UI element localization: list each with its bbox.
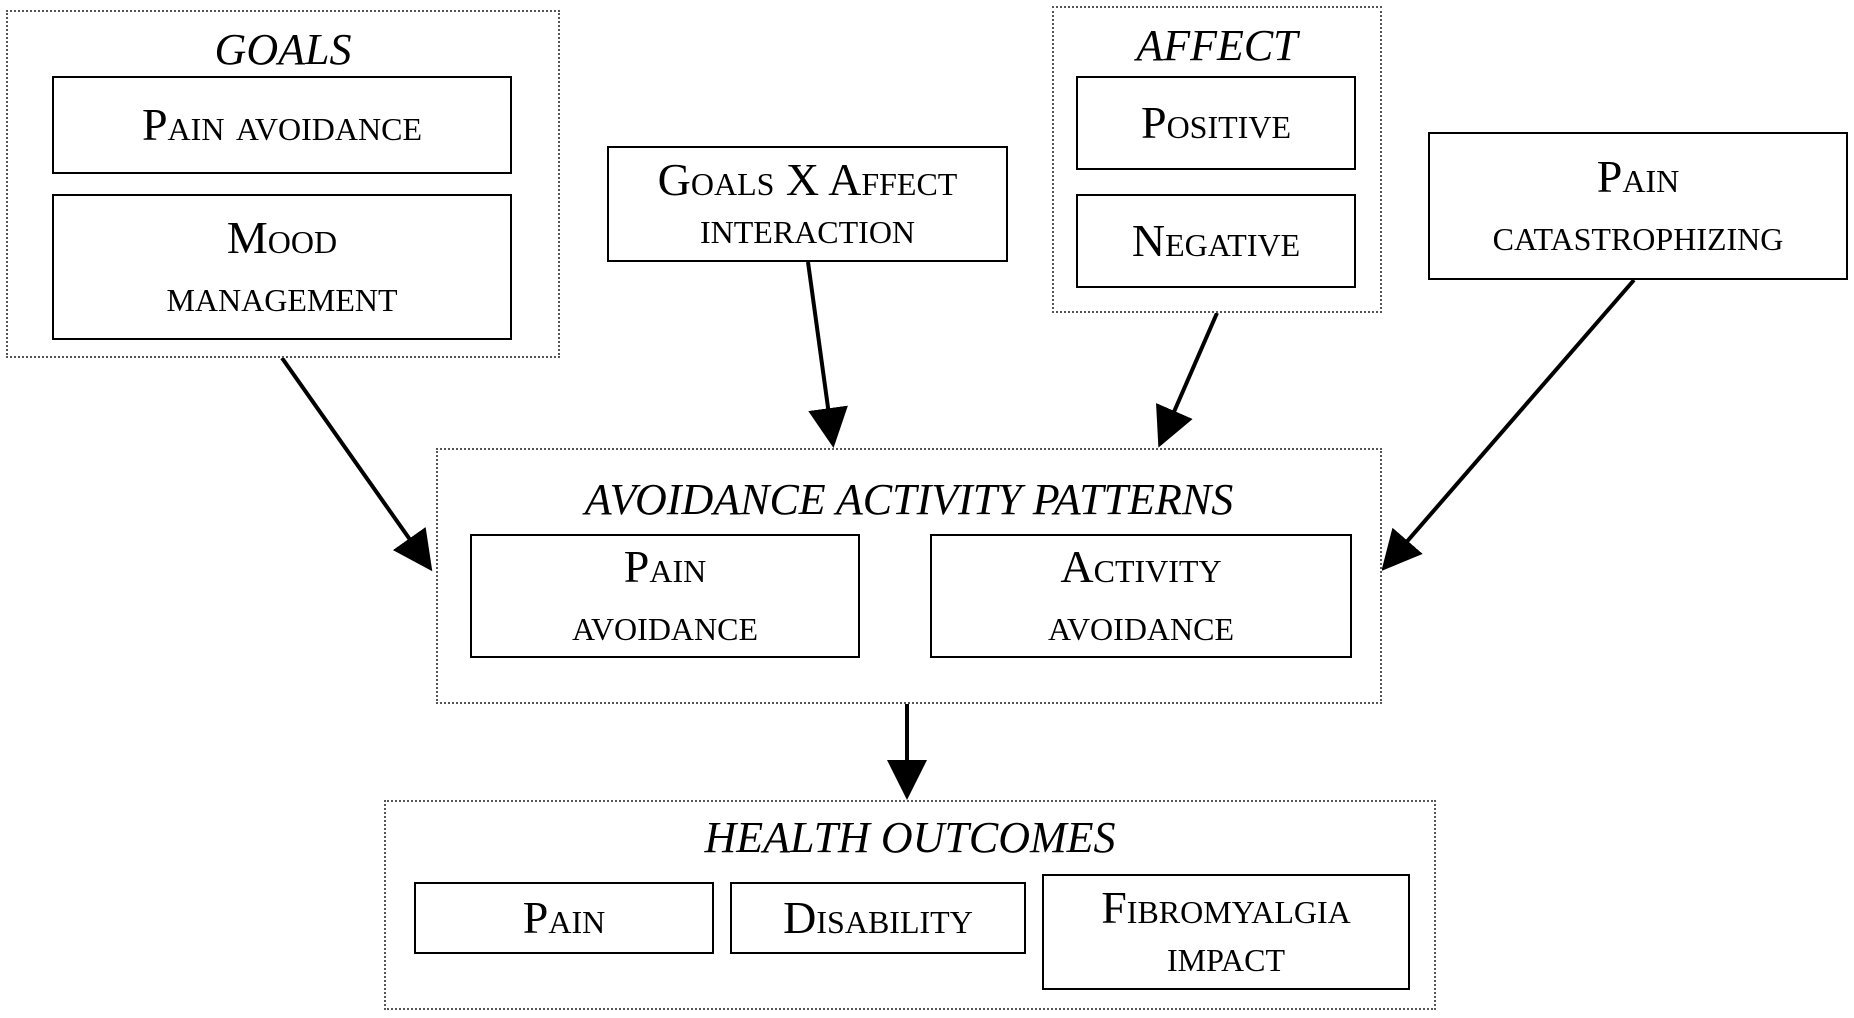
avoidance-patterns-title: AVOIDANCE ACTIVITY PATTERNS: [584, 475, 1234, 524]
affect-group: AFFECT Positive Negative: [1052, 6, 1382, 313]
health-outcomes-group: HEALTH OUTCOMES Pain Disability Fibromya…: [384, 800, 1436, 1010]
arrow-catastrophizing-to-avoidance: [1381, 278, 1636, 572]
pattern-activity-avoidance-box: Activity avoidance: [930, 534, 1352, 658]
outcome-disability-box: Disability: [730, 882, 1026, 954]
avoidance-patterns-group: AVOIDANCE ACTIVITY PATTERNS Pain avoidan…: [436, 448, 1382, 704]
outcome-fibromyalgia-line1: Fibromyalgia: [1101, 882, 1351, 933]
health-outcomes-title: HEALTH OUTCOMES: [704, 813, 1116, 862]
goals-group: GOALS Pain avoidance Mood management: [6, 10, 560, 358]
pattern-pain-avoidance-line2: avoidance: [571, 599, 759, 650]
outcome-disability-label: Disability: [783, 892, 973, 943]
goals-title: GOALS: [214, 25, 352, 74]
affect-negative-box: Negative: [1076, 194, 1356, 288]
pattern-activity-avoidance-line2: avoidance: [1047, 599, 1235, 650]
interaction-box: Goals X Affect interaction: [607, 146, 1008, 262]
affect-negative-label: Negative: [1131, 215, 1301, 266]
arrow-goals-to-avoidance: [280, 356, 433, 572]
arrow-interaction-to-avoidance: [806, 261, 848, 448]
outcome-fibromyalgia-line2: impact: [1167, 930, 1285, 981]
outcome-fibromyalgia-box: Fibromyalgia impact: [1042, 874, 1410, 990]
affect-title: AFFECT: [1136, 21, 1298, 70]
outcome-pain-box: Pain: [414, 882, 714, 954]
catastrophizing-label-line1: Pain: [1596, 151, 1680, 202]
catastrophizing-label-line2: catastrophizing: [1492, 209, 1784, 260]
affect-positive-box: Positive: [1076, 76, 1356, 170]
pattern-pain-avoidance-box: Pain avoidance: [470, 534, 860, 658]
catastrophizing-box: Pain catastrophizing: [1428, 132, 1848, 280]
arrow-affect-to-avoidance: [1156, 312, 1219, 448]
interaction-label-line1: Goals X Affect: [657, 154, 958, 205]
outcome-pain-label: Pain: [522, 892, 606, 943]
goal-pain-avoidance-label: Pain avoidance: [141, 99, 423, 150]
interaction-label-line2: interaction: [699, 202, 916, 253]
pattern-activity-avoidance-line1: Activity: [1060, 541, 1222, 592]
goal-pain-avoidance-box: Pain avoidance: [52, 76, 512, 174]
pattern-pain-avoidance-line1: Pain: [623, 541, 707, 592]
goal-mood-label-line2: management: [166, 270, 398, 321]
goal-mood-management-box: Mood management: [52, 194, 512, 340]
affect-positive-label: Positive: [1140, 97, 1291, 148]
goal-mood-label-line1: Mood: [226, 212, 338, 263]
